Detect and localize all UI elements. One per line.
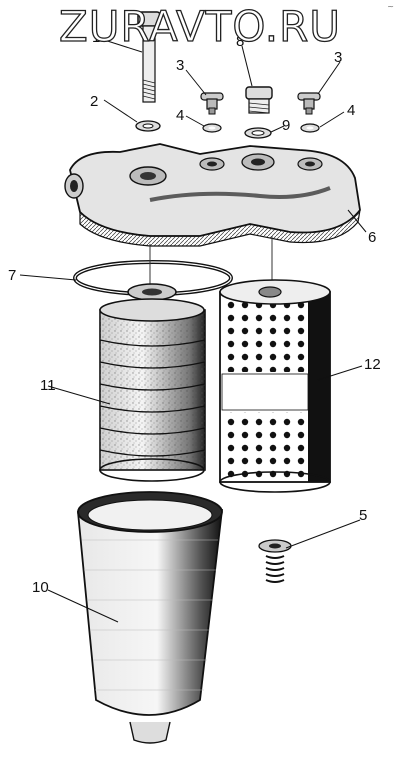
bleed-valve-part-3-left	[200, 92, 224, 115]
watermark: ZURAVTO.RU	[58, 1, 342, 51]
callout-10: 10	[32, 579, 49, 596]
washer-part-9	[244, 127, 272, 139]
callout-6: 6	[368, 229, 376, 246]
leader-lines	[19, 37, 367, 623]
callout-3-right: 3	[334, 49, 342, 66]
callout-4-left: 4	[176, 107, 184, 124]
corner-mark: ~	[387, 2, 394, 11]
washer-part-2	[135, 120, 161, 132]
callout-7: 7	[8, 267, 16, 284]
callout-8: 8	[236, 33, 244, 50]
filter-bowl-part-10	[77, 491, 224, 744]
spring-part-5	[258, 539, 292, 583]
callout-5: 5	[359, 507, 367, 524]
filter-element-part-12	[219, 279, 331, 493]
washer-part-4-left	[202, 123, 222, 133]
plug-part-8	[245, 86, 273, 114]
callout-3-left: 3	[176, 57, 184, 74]
callout-2: 2	[90, 93, 98, 110]
callout-11: 11	[40, 377, 56, 394]
callout-1: 1	[92, 29, 100, 46]
callout-4-right: 4	[347, 102, 355, 119]
bolt-part-1	[137, 11, 161, 103]
callout-9: 9	[282, 117, 290, 134]
filter-head-part-6	[64, 143, 361, 247]
callout-12: 12	[364, 356, 381, 373]
bleed-valve-part-3-right	[297, 92, 321, 115]
washer-part-4-right	[300, 123, 320, 133]
filter-element-part-11	[99, 283, 206, 482]
